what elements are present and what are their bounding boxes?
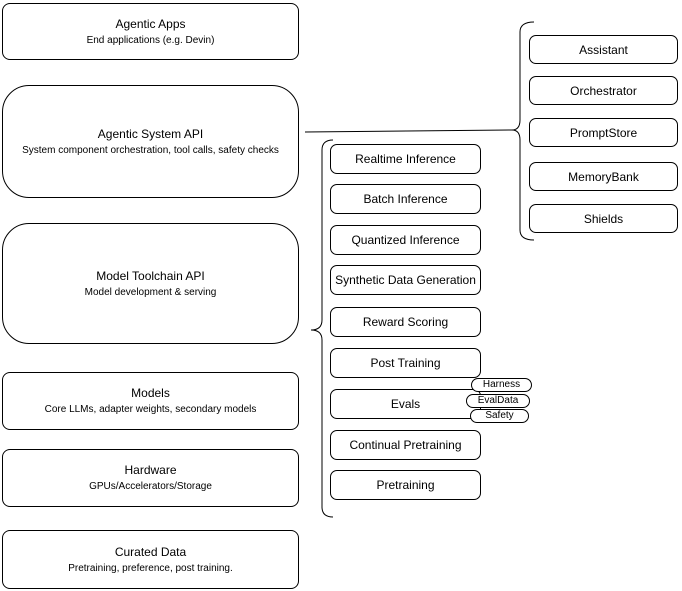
box-agentic-apps: Agentic Apps End applications (e.g. Devi… bbox=[2, 3, 299, 60]
toolchain-bracket bbox=[310, 139, 334, 518]
box-curated-data: Curated Data Pretraining, preference, po… bbox=[2, 530, 299, 589]
box-curated-data-title: Curated Data bbox=[114, 544, 187, 559]
system-component-shields: Shields bbox=[529, 204, 678, 233]
system-component-orchestrator: Orchestrator bbox=[529, 76, 678, 105]
system-api-to-components-line bbox=[304, 129, 513, 133]
box-hardware-subtitle: GPUs/Accelerators/Storage bbox=[89, 481, 212, 492]
toolchain-item-post-training: Post Training bbox=[330, 348, 481, 378]
toolchain-item-evals: Evals bbox=[330, 389, 481, 419]
system-component-memorybank: MemoryBank bbox=[529, 162, 678, 191]
box-hardware: Hardware GPUs/Accelerators/Storage bbox=[2, 449, 299, 507]
toolchain-item-realtime-inference: Realtime Inference bbox=[330, 144, 481, 174]
box-agentic-system-api-subtitle: System component orchestration, tool cal… bbox=[22, 144, 279, 156]
box-agentic-apps-title: Agentic Apps bbox=[115, 16, 186, 31]
box-models-title: Models bbox=[131, 386, 170, 400]
box-curated-data-subtitle: Pretraining, preference, post training. bbox=[68, 562, 233, 574]
system-component-assistant: Assistant bbox=[529, 35, 678, 64]
system-component-promptstore: PromptStore bbox=[529, 118, 678, 147]
system-components-bracket bbox=[511, 21, 535, 241]
box-models: Models Core LLMs, adapter weights, secon… bbox=[2, 372, 299, 430]
box-models-subtitle: Core LLMs, adapter weights, secondary mo… bbox=[44, 404, 257, 415]
toolchain-item-continual-pretraining: Continual Pretraining bbox=[330, 430, 481, 460]
toolchain-item-reward-scoring: Reward Scoring bbox=[330, 307, 481, 337]
box-agentic-system-api-title: Agentic System API bbox=[97, 126, 204, 141]
toolchain-item-quantized-inference: Quantized Inference bbox=[330, 225, 481, 255]
eval-tag-safety: Safety bbox=[470, 409, 529, 423]
toolchain-item-pretraining: Pretraining bbox=[330, 470, 481, 500]
eval-tag-evaldata: EvalData bbox=[466, 394, 530, 408]
box-agentic-system-api: Agentic System API System component orch… bbox=[2, 85, 299, 198]
box-hardware-title: Hardware bbox=[124, 463, 177, 477]
box-model-toolchain-api-title: Model Toolchain API bbox=[96, 268, 205, 283]
box-model-toolchain-api: Model Toolchain API Model development & … bbox=[2, 223, 299, 344]
eval-tag-harness: Harness bbox=[471, 378, 532, 392]
box-model-toolchain-api-subtitle: Model development & serving bbox=[84, 286, 217, 298]
box-agentic-apps-subtitle: End applications (e.g. Devin) bbox=[86, 34, 215, 46]
toolchain-item-batch-inference: Batch Inference bbox=[330, 184, 481, 214]
toolchain-item-synthetic-data-generation: Synthetic Data Generation bbox=[330, 265, 481, 295]
